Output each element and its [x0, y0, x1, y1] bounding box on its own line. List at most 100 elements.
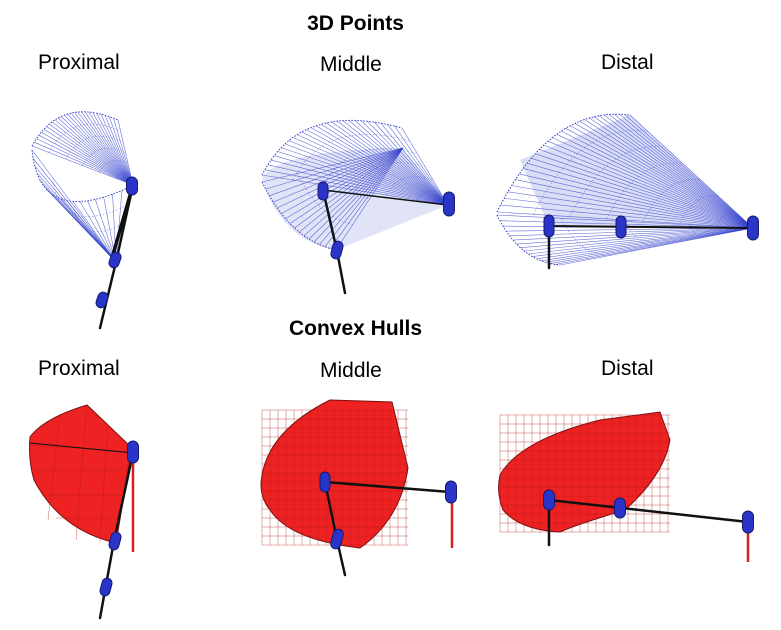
points-distal-joint-mid: [615, 215, 627, 239]
points-distal-fan-ray: [561, 130, 754, 229]
points-middle-lower-ray: [335, 147, 404, 251]
points-proximal-joint-mid: [108, 251, 122, 269]
points-distal-fan-ray: [511, 185, 754, 229]
points-middle-fan-ray: [342, 120, 449, 206]
points-proximal-lower-ray: [115, 190, 123, 263]
points-distal-fan-ray: [535, 153, 754, 229]
points-middle-shade: [262, 148, 448, 250]
points-distal-fan-ray: [552, 137, 754, 229]
points-middle-lower-ring: [332, 164, 370, 200]
points-proximal-lower-edge: [31, 149, 133, 203]
points-distal-fan-ray: [527, 163, 754, 229]
hull-proximal-link-top: [29, 442, 134, 454]
hulls-layer: [29, 399, 671, 549]
points-middle-fan-ray: [297, 134, 449, 206]
hull-distal-link-top: [547, 498, 750, 524]
panel-label-points-middle: Middle: [320, 53, 382, 76]
hull-distal-joint-right: [742, 510, 754, 534]
points-distal-fan-ray: [565, 128, 754, 229]
points-distal-fan-ring: [606, 162, 683, 220]
points-distal-fan-ray: [579, 121, 754, 229]
points-distal-fan-ray: [584, 119, 754, 229]
section-title-3d-points: 3D Points: [307, 12, 404, 35]
points-proximal-fan-ray: [100, 113, 134, 186]
hull-middle-joint-upper: [319, 471, 331, 493]
hull-middle-grid: [261, 409, 408, 546]
points-proximal-link-2: [110, 183, 135, 260]
points-middle-joint-lower: [330, 240, 344, 260]
points-distal-fan-ray: [624, 114, 754, 229]
points-distal-fan-ray: [543, 144, 754, 229]
points-proximal-lower: [31, 149, 133, 263]
points-distal-fan-ray: [547, 140, 754, 229]
hull-middle-joint-lower: [330, 528, 344, 550]
points-distal-fan-ray: [507, 191, 754, 229]
points-middle-link-top: [322, 189, 449, 206]
points-distal-fan-ray: [539, 149, 754, 229]
hull-proximal-joint-bottom: [99, 577, 113, 597]
points-distal-joint-left: [543, 214, 555, 238]
points-distal-lower-ring: [560, 218, 609, 257]
section-title-convex-hulls: Convex Hulls: [288, 317, 423, 340]
hull-middle-joint-right: [445, 480, 457, 504]
hull-proximal-grid: [29, 404, 133, 544]
points-distal-lower-ray: [520, 227, 754, 248]
points-distal-fan-ray: [589, 117, 754, 229]
points-proximal-fan-ring: [115, 172, 131, 179]
points-distal-fan-ray: [603, 114, 754, 229]
points-proximal-fan-edge: [31, 111, 119, 147]
points-proximal-joint-top: [126, 176, 138, 196]
points-middle-fan-ring: [292, 134, 410, 181]
points-middle-lower-ring: [367, 156, 387, 174]
points-distal-fan-ray: [574, 123, 754, 229]
points-proximal-joint-bottom: [95, 291, 109, 309]
points-distal-fan-ray: [519, 173, 754, 229]
points-distal-fan-ray: [593, 116, 754, 229]
points-distal-fan-ring: [679, 195, 718, 224]
points-middle-joint-right: [443, 191, 455, 217]
panel-label-points-distal: Distal: [601, 51, 654, 74]
points-proximal-lower-ray: [55, 196, 117, 263]
points-middle-lower: [261, 147, 404, 251]
points-middle-fan-edge: [261, 119, 403, 176]
hull-distal-joint-mid: [614, 497, 626, 519]
points-distal-fan-ray: [515, 179, 754, 229]
points-distal-fan-ray: [500, 204, 754, 229]
points-distal-fan-ray: [614, 113, 754, 229]
points-distal-fan: [496, 113, 754, 229]
points-distal-fan-ray: [629, 114, 754, 229]
points-distal-fan-ray: [523, 168, 754, 229]
hull-distal: [498, 411, 671, 533]
hull-proximal-grid-line: [75, 404, 88, 541]
points-distal-lower-ring: [624, 221, 657, 247]
points-distal-shade: [520, 115, 753, 228]
panel-label-hull-proximal: Proximal: [38, 357, 120, 380]
points-distal-fan-ring: [533, 130, 648, 215]
points-proximal-fan-ring: [82, 148, 126, 166]
points-distal-lower-ray: [536, 227, 754, 260]
hull-middle: [260, 399, 409, 549]
points-distal-joint-right: [747, 215, 759, 241]
points-distal-fan-ray: [608, 114, 754, 229]
hull-distal-grid: [499, 414, 670, 533]
panel-label-hull-distal: Distal: [601, 357, 654, 380]
points-proximal-fan-ray: [70, 112, 134, 186]
points-proximal-lower-ring: [73, 205, 125, 233]
points-middle-lower-ring: [297, 173, 353, 225]
hull-proximal-surface: [29, 404, 133, 544]
points-distal-lower-ray: [545, 227, 754, 263]
panel-label-hull-middle: Middle: [320, 359, 382, 382]
points-distal-fan-ring: [643, 178, 701, 222]
points-distal-link-top: [548, 225, 754, 229]
points-layer: [31, 111, 754, 266]
points-proximal-fan-ray: [113, 118, 134, 186]
points-distal-fan-ray: [531, 158, 754, 229]
points-distal-fan-edge: [496, 113, 631, 213]
points-proximal-lower-ray: [60, 198, 117, 263]
points-proximal-fan-ray: [51, 121, 134, 186]
hull-proximal-joint-top: [127, 440, 139, 464]
points-middle-fan-ring: [323, 148, 418, 186]
hull-proximal: [29, 404, 133, 544]
points-proximal-fan-ray: [43, 128, 134, 186]
